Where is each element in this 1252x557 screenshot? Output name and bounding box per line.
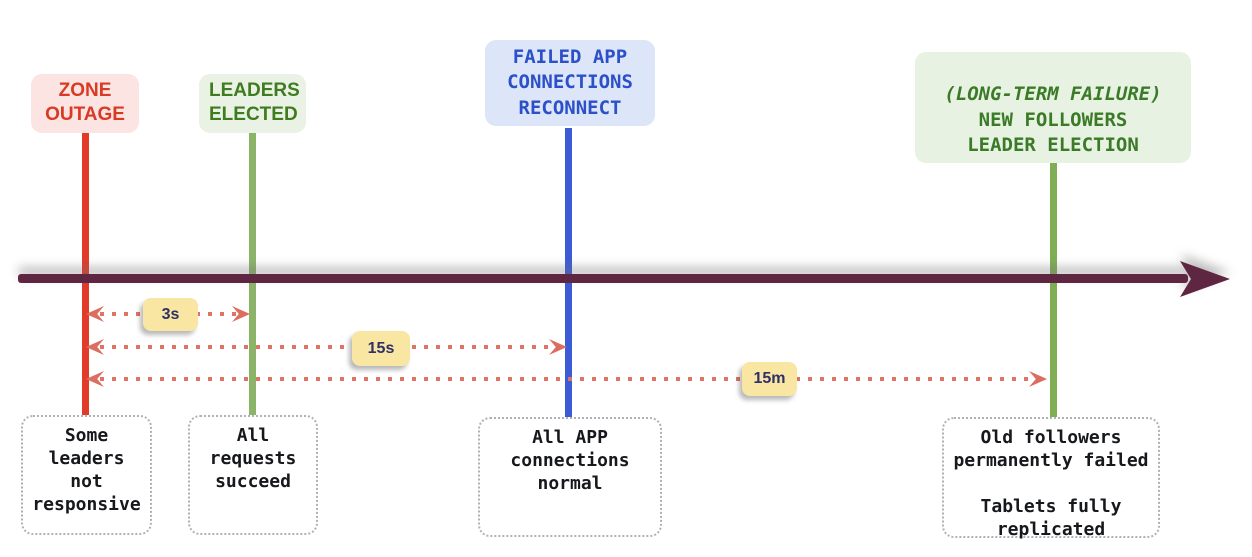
event-line-leader-election — [1050, 130, 1057, 418]
event-label-leader-election-text: NEW FOLLOWERS LEADER ELECTION — [967, 108, 1139, 156]
event-line-leaders-elected — [249, 126, 256, 415]
duration-badge-15s: 15s — [352, 331, 410, 366]
event-label-zone-outage: ZONE OUTAGE — [31, 74, 139, 133]
duration-arrow-15s — [100, 345, 552, 349]
event-line-reconnect — [565, 128, 572, 417]
event-label-reconnect: FAILED APP CONNECTIONS RECONNECT — [485, 40, 655, 126]
event-label-leader-election: (LONG-TERM FAILURE)NEW FOLLOWERS LEADER … — [915, 52, 1191, 164]
timeline-arrowhead-icon — [1180, 261, 1230, 297]
duration-badge-3s: 3s — [143, 298, 198, 331]
duration-arrow-15m — [100, 377, 1030, 381]
note-box-leader-election: Old followers permanently failed Tablets… — [942, 417, 1160, 540]
event-line-zone-outage — [82, 125, 89, 415]
note-box-reconnect: All APP connections normal — [478, 417, 662, 537]
duration-badge-15m: 15m — [742, 362, 797, 396]
timeline-shaft — [18, 274, 1188, 283]
event-label-longterm-prefix: (LONG-TERM FAILURE) — [944, 83, 1162, 106]
note-box-leaders-elected: All requests succeed — [188, 415, 318, 535]
event-label-leaders-elected: LEADERS ELECTED — [199, 74, 306, 133]
note-box-zone-outage: Some leaders not responsive — [21, 415, 152, 535]
arrowhead-right-icon — [1029, 371, 1047, 387]
